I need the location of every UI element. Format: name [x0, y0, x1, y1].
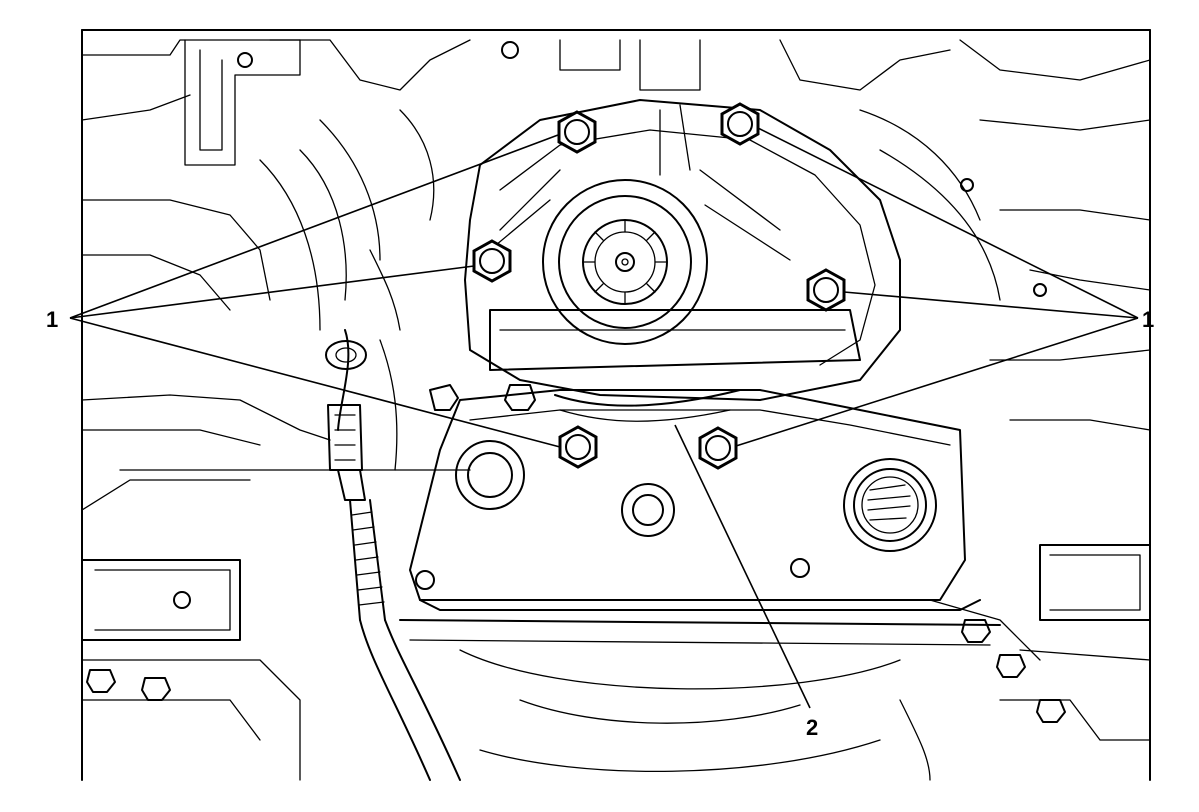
harness-and-cable: [325, 249, 461, 781]
leader-left-to-top-left-bolt: [69, 134, 559, 319]
callout-2: 2: [806, 715, 818, 740]
callout-1-left: 1: [46, 307, 58, 332]
leader-left-to-bottom-left-bolt: [69, 317, 561, 448]
bolt-bottom-right: [698, 426, 738, 470]
leader-right-to-mid-right-bolt: [843, 291, 1139, 319]
leader-right-to-top-right-bolt: [757, 127, 1139, 319]
leader-lines: [69, 127, 1139, 709]
leader-left-to-mid-left-bolt: [69, 265, 475, 319]
leader-right-to-bottom-right-bolt: [735, 317, 1139, 447]
housing-assembly: [86, 41, 1066, 773]
bolt-bottom-left: [558, 425, 598, 469]
bolt-top-left: [557, 110, 597, 154]
mounting-bolts: [472, 102, 846, 470]
callout-1-right: 1: [1142, 307, 1154, 332]
background-frame: [81, 29, 1151, 781]
output-flange-outer: [542, 179, 708, 345]
bolt-mid-left: [472, 239, 512, 283]
leader-to-seal: [674, 424, 811, 709]
bolt-top-right: [720, 102, 760, 146]
bolt-mid-right: [806, 268, 846, 312]
